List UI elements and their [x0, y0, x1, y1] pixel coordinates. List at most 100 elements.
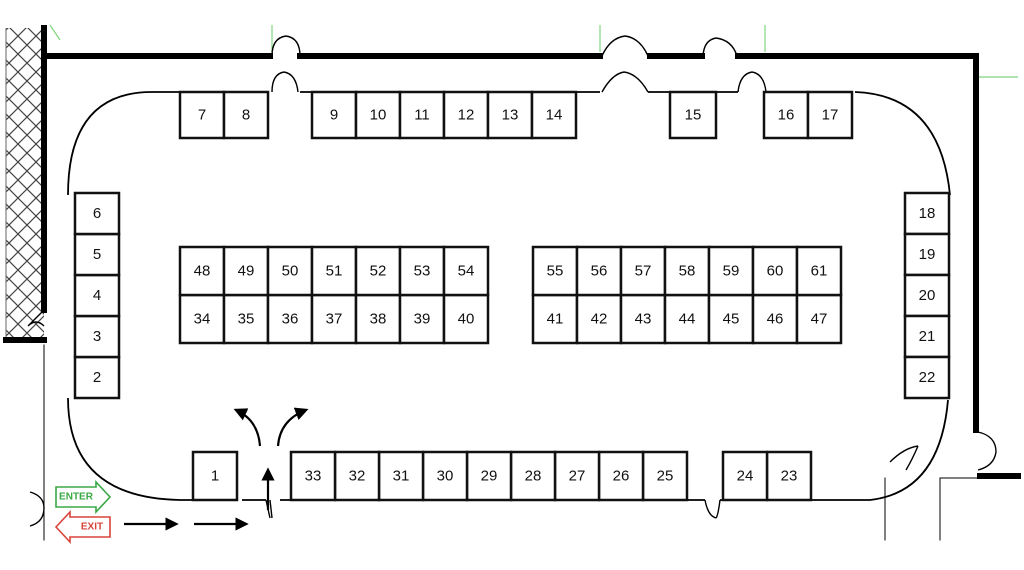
booth-44: 44: [663, 293, 711, 345]
booth-16: 16: [762, 90, 810, 140]
booth-label: 40: [458, 311, 475, 328]
booth-box: [222, 245, 270, 297]
booth-34: 34: [178, 293, 226, 345]
booth-label: 11: [414, 107, 430, 124]
booth-4: 4: [73, 273, 121, 318]
booth-15: 15: [668, 90, 718, 140]
booth-label: 10: [370, 107, 387, 124]
booth-label: 36: [282, 311, 299, 328]
booth-label: 17: [822, 107, 839, 124]
booth-label: 20: [919, 287, 936, 304]
booth-box: [668, 90, 718, 140]
booth-label: 34: [194, 311, 211, 328]
booth-label: 45: [723, 311, 740, 328]
booth-box: [575, 245, 623, 297]
booth-19: 19: [903, 232, 951, 277]
booth-label: 55: [547, 263, 564, 280]
booth-57: 57: [619, 245, 667, 297]
booth-label: 27: [569, 468, 586, 485]
booth-6: 6: [73, 191, 121, 236]
booth-box: [266, 293, 314, 345]
booth-31: 31: [377, 450, 425, 502]
booth-box: [795, 293, 843, 345]
booth-10: 10: [354, 90, 402, 140]
booth-box: [377, 450, 425, 502]
booth-label: 13: [502, 107, 519, 124]
booth-label: 39: [414, 311, 431, 328]
enter-sign: ENTER: [55, 479, 112, 515]
booth-box: [398, 90, 446, 140]
booth-22: 22: [903, 355, 951, 400]
booth-label: 2: [93, 369, 101, 386]
arrow-curve-right: [276, 407, 309, 447]
booth-54: 54: [442, 245, 490, 297]
booth-box: [222, 90, 270, 140]
booth-label: 52: [370, 263, 387, 280]
booth-35: 35: [222, 293, 270, 345]
booth-label: 18: [919, 205, 936, 222]
booth-box: [530, 90, 578, 140]
booth-label: 23: [781, 468, 798, 485]
booth-label: 43: [635, 311, 652, 328]
booth-37: 37: [310, 293, 358, 345]
booth-label: 16: [778, 107, 795, 124]
booth-label: 24: [737, 468, 754, 485]
booth-label: 28: [525, 468, 542, 485]
booth-box: [73, 314, 121, 359]
booth-label: 35: [238, 311, 255, 328]
booth-box: [289, 450, 337, 502]
hatched-wall: [5, 28, 44, 340]
booth-box: [509, 450, 557, 502]
booth-box: [333, 450, 381, 502]
booth-box: [531, 245, 579, 297]
booth-20: 20: [903, 273, 951, 318]
booth-box: [641, 450, 689, 502]
booth-label: 46: [767, 311, 784, 328]
arrow-curve-left: [233, 408, 262, 447]
booth-label: 22: [919, 369, 936, 386]
booth-48: 48: [178, 245, 226, 297]
booth-50: 50: [266, 245, 314, 297]
booth-label: 15: [685, 107, 702, 124]
booth-box: [721, 450, 769, 502]
booth-box: [73, 191, 121, 236]
booth-label: 37: [326, 311, 343, 328]
booth-box: [310, 293, 358, 345]
booth-label: 5: [93, 246, 101, 263]
booth-box: [310, 90, 358, 140]
booth-42: 42: [575, 293, 623, 345]
booth-1: 1: [191, 450, 239, 502]
booth-9: 9: [310, 90, 358, 140]
outer-doors: [27, 35, 997, 471]
booth-box: [903, 355, 951, 400]
booth-47: 47: [795, 293, 843, 345]
exit-sign: EXIT: [54, 509, 111, 545]
booth-label: 14: [546, 107, 563, 124]
booth-23: 23: [765, 450, 813, 502]
booth-58: 58: [663, 245, 711, 297]
booth-label: 49: [238, 263, 255, 280]
booth-7: 7: [178, 90, 226, 140]
booth-label: 44: [679, 311, 696, 328]
booth-box: [619, 245, 667, 297]
booth-46: 46: [751, 293, 799, 345]
booth-36: 36: [266, 293, 314, 345]
booth-box: [178, 245, 226, 297]
booth-label: 58: [679, 263, 696, 280]
booth-24: 24: [721, 450, 769, 502]
booth-label: 50: [282, 263, 299, 280]
booth-box: [903, 232, 951, 277]
booth-box: [421, 450, 469, 502]
booth-label: 30: [437, 468, 454, 485]
booth-box: [354, 293, 402, 345]
booth-13: 13: [486, 90, 534, 140]
booth-38: 38: [354, 293, 402, 345]
booth-box: [575, 293, 623, 345]
booth-26: 26: [597, 450, 645, 502]
booth-17: 17: [806, 90, 854, 140]
booth-box: [442, 245, 490, 297]
booth-label: 31: [393, 468, 410, 485]
booth-55: 55: [531, 245, 579, 297]
booth-2: 2: [73, 355, 121, 400]
